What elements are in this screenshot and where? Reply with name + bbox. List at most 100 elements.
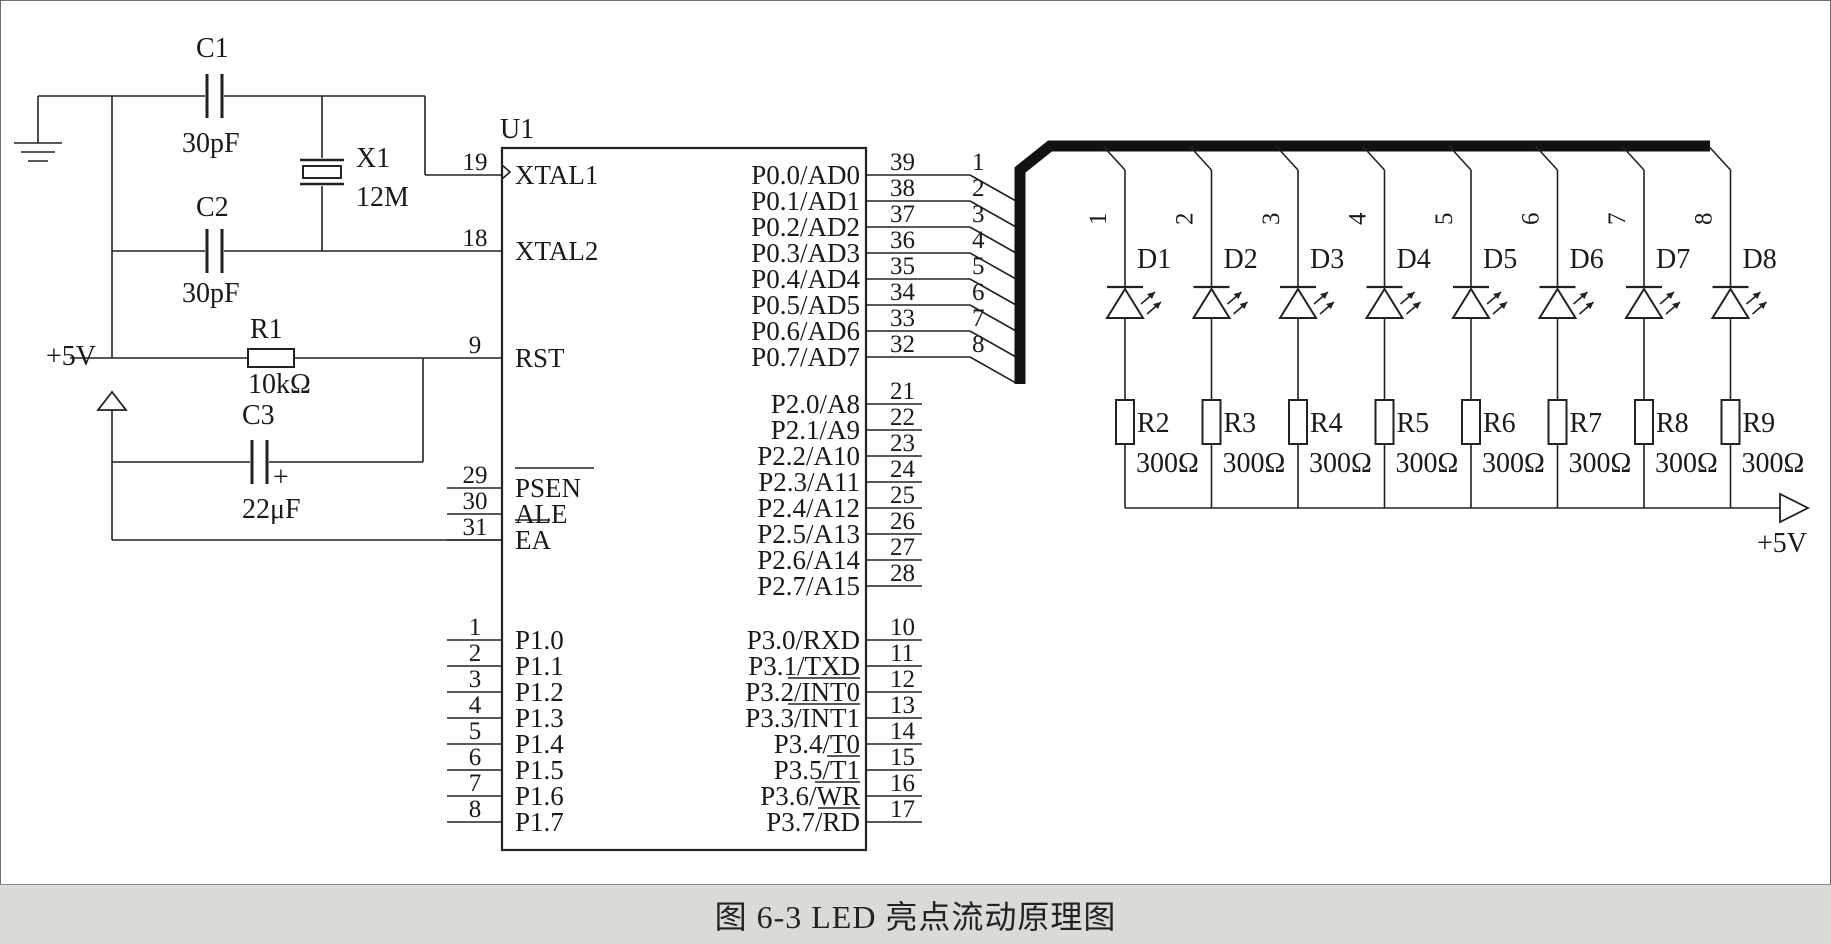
c3-value: 22μF [242,494,301,525]
pin-label: P2.1/A9 [771,415,860,445]
pin-label: P2.0/A8 [771,389,860,419]
bus-entry [969,330,1017,358]
led-ref: D7 [1656,244,1690,275]
led-icon [1191,287,1232,319]
pin-label: P1.3 [515,703,564,733]
resistor-ref: R6 [1483,408,1516,439]
pin-label: P3.5/T1 [774,755,860,785]
pin-number: 9 [469,332,482,359]
c1-ref: C1 [196,33,229,64]
pin-number: 30 [463,488,488,515]
resistor-value: 300Ω [1655,448,1718,479]
led-net-label: 2 [1172,213,1199,226]
bus-net-label: 3 [972,201,985,228]
pin-number: 22 [890,404,915,431]
bus-entry [969,174,1017,202]
pin-label: P0.0/AD0 [751,160,860,190]
resistor-value: 300Ω [1309,448,1372,479]
bus-net-label: 6 [972,279,985,306]
pin-number: 19 [463,149,488,176]
led-ref: D2 [1224,244,1258,275]
arrowhead [1752,292,1761,299]
pin-label: XTAL2 [515,236,598,266]
c3-ref: C3 [242,400,275,431]
pin-number: 13 [890,692,915,719]
led-icon [1537,287,1578,319]
pin-label: P3.4/T0 [774,729,860,759]
chip-body [500,146,868,852]
led-net-label: 8 [1691,213,1718,226]
resistor-icon [1547,399,1568,445]
resistor-icon [1461,399,1481,445]
pin-label: P0.1/AD1 [751,186,860,216]
pin-label: P1.7 [515,807,564,837]
pin-number: 34 [890,279,916,306]
bus-entry [969,252,1017,280]
c2-value: 30pF [182,278,240,309]
arrowhead [1579,292,1588,299]
arrowhead [1406,292,1415,299]
bus-net-label: 8 [972,331,985,358]
pin-number: 36 [890,227,915,254]
arrowhead [1320,292,1328,299]
pin-label: P1.1 [515,651,564,681]
arrowhead [1233,292,1242,299]
crystal-icon [302,165,342,179]
arrowhead [1585,302,1594,309]
led-ref: D4 [1397,244,1431,275]
resistor-icon [1201,399,1222,445]
pin-label: P1.5 [515,755,564,785]
x1-value: 12M [356,182,409,213]
bus-net-label: 2 [972,175,985,202]
pin-label: P3.6/WR [760,781,860,811]
led-ref: D1 [1137,244,1171,275]
c1-value: 30pF [182,128,240,159]
pin-label: P2.5/A13 [757,519,860,549]
r1-icon [247,348,295,368]
led-ref: D8 [1743,244,1777,275]
pin-label: P0.7/AD7 [751,342,860,372]
led-array: 1D1R2300Ω2D2R3300Ω3D3R4300Ω4D4R5300Ω5D5R… [1085,145,1804,508]
pin-label: P2.7/A15 [757,571,860,601]
resistor-value: 300Ω [1136,448,1199,479]
pin-number: 12 [890,666,915,693]
arrowhead [1672,302,1680,309]
pin-label: P0.3/AD3 [751,238,860,268]
pin-number: 28 [890,560,915,587]
pin-number: 32 [890,331,915,358]
pin-label: XTAL1 [515,160,598,190]
bus-net-label: 4 [972,227,985,254]
resistor-ref: R2 [1137,408,1170,439]
led-icon [1710,287,1751,319]
bus-net-label: 1 [972,149,985,176]
pin-number: 6 [469,744,482,771]
r1-value: 10kΩ [248,369,311,400]
pin-number: 16 [890,770,915,797]
led-icon [1105,287,1145,319]
resistor-ref: R9 [1743,408,1776,439]
pin-label: P3.3/INT1 [745,703,860,733]
pin-number: 14 [890,718,916,745]
oscillator-circuit [14,74,502,541]
pin-label: P2.2/A10 [757,441,860,471]
pin-label: P0.5/AD5 [751,290,860,320]
clock-marker [501,164,512,180]
led-ref: D6 [1570,244,1604,275]
pin-label: P0.6/AD6 [751,316,860,346]
pin-label: P0.4/AD4 [751,264,860,294]
x1-ref: X1 [356,143,390,174]
pin-number: 15 [890,744,915,771]
pin-number: 26 [890,508,915,535]
pin-label: ALE [515,499,567,529]
resistor-ref: R7 [1570,408,1603,439]
arrowhead [1153,302,1161,309]
resistor-value: 300Ω [1223,448,1286,479]
pin-label: P0.2/AD2 [751,212,860,242]
bus-line [1014,140,1710,384]
pin-label: P3.1/TXD [748,651,860,681]
